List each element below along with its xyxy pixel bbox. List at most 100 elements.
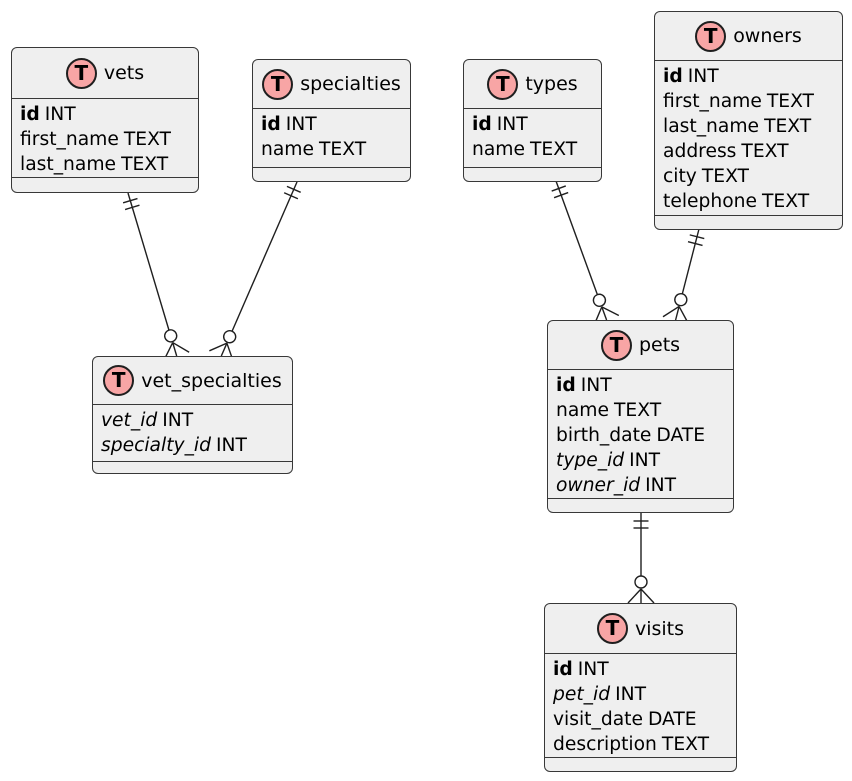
column-type: INT <box>687 66 719 87</box>
table-title: vets <box>103 62 145 84</box>
relationship-line <box>229 181 298 337</box>
table-icon: T <box>262 68 294 100</box>
table-header: T pets <box>548 321 733 369</box>
column-type: DATE <box>656 425 706 446</box>
column-name: name <box>261 139 314 160</box>
table-header: T owners <box>655 12 842 60</box>
column-name: vet_id <box>101 410 158 431</box>
table-icon: T <box>600 329 632 361</box>
column-name: first_name <box>20 129 119 150</box>
table-footer <box>93 462 292 473</box>
table-footer <box>253 168 410 181</box>
column-type: TEXT <box>121 154 169 175</box>
column-name: pet_id <box>553 684 611 705</box>
column-type: DATE <box>648 709 697 730</box>
column-type: TEXT <box>766 91 814 112</box>
table-icon: T <box>596 613 628 644</box>
table-title: types <box>525 73 578 95</box>
table-footer <box>545 758 736 771</box>
column-name: id <box>556 375 576 396</box>
cardinality-zero-or-many-marker <box>627 575 655 604</box>
relationship-line <box>127 192 172 338</box>
column-type: INT <box>216 435 247 456</box>
column-name: specialty_id <box>101 435 211 456</box>
column-type: TEXT <box>764 116 812 137</box>
column-name: birth_date <box>556 425 652 446</box>
column-name: id <box>553 659 573 680</box>
column-type: INT <box>496 114 528 135</box>
column-name: visit_date <box>553 709 643 730</box>
table-header: T types <box>464 60 601 108</box>
table-header: T specialties <box>253 60 410 108</box>
column-type: INT <box>162 410 194 431</box>
table-title: vet_specialties <box>141 369 282 392</box>
cardinality-zero-or-many-marker <box>155 325 190 361</box>
table-icon: T <box>103 365 135 396</box>
table-title: visits <box>634 617 685 640</box>
table-icon: T <box>65 57 97 89</box>
relationship-pets-visits <box>627 513 655 604</box>
relationship-line <box>680 228 700 300</box>
table-title: specialties <box>300 73 401 95</box>
column-type: TEXT <box>123 129 171 150</box>
column-type: INT <box>629 450 661 471</box>
column-name: id <box>261 114 281 135</box>
column-name: id <box>20 104 40 125</box>
column-type: TEXT <box>741 141 789 162</box>
table-icon: T <box>487 68 519 100</box>
column-type: INT <box>580 375 612 396</box>
table-icon: T <box>695 20 727 52</box>
column-type: TEXT <box>319 139 367 160</box>
table-header: T vet_specialties <box>93 357 292 404</box>
table-footer <box>464 168 601 181</box>
column-type: TEXT <box>661 734 710 755</box>
column-type: TEXT <box>614 400 662 421</box>
column-type: INT <box>645 475 677 496</box>
column-type: INT <box>577 659 609 680</box>
column-name: name <box>556 400 609 421</box>
relationship-specialties-vet_specialties <box>208 181 302 362</box>
column-type: INT <box>285 114 317 135</box>
column-name: id <box>663 66 683 87</box>
relationship-owners-pets <box>662 228 705 324</box>
column-name: city <box>663 166 697 187</box>
column-name: description <box>553 734 657 755</box>
column-name: telephone <box>663 191 757 212</box>
column-name: id <box>472 114 492 135</box>
column-name: name <box>472 139 525 160</box>
